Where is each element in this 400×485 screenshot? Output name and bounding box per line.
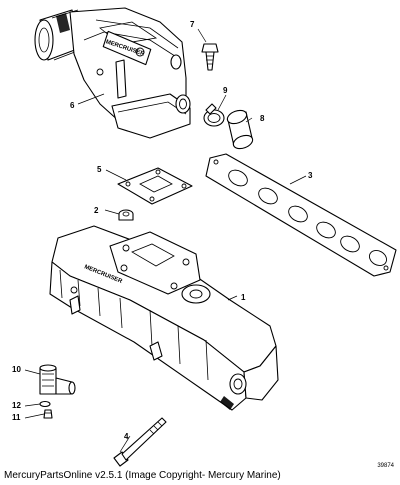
pipe-plug	[118, 209, 134, 221]
drawing-number: 39874	[377, 463, 394, 469]
hose-sleeve	[226, 109, 254, 150]
callout-labels: 1 2 3 4 5 6 7 8 9 10 12 11	[12, 20, 313, 441]
callout-4: 4	[124, 432, 129, 441]
o-ring	[39, 400, 51, 408]
drain-plug	[43, 409, 53, 419]
exhaust-elbow	[34, 7, 191, 139]
callout-9: 9	[223, 86, 228, 95]
callout-12: 12	[12, 401, 21, 410]
exhaust-manifold	[49, 225, 279, 411]
callout-3: 3	[308, 171, 313, 180]
manifold-gasket	[205, 153, 397, 277]
callout-11: 11	[12, 413, 21, 422]
elbow-gasket	[117, 167, 193, 205]
leader-lines	[24, 28, 307, 453]
callout-7: 7	[190, 20, 195, 29]
callout-10: 10	[12, 365, 21, 374]
copyright-caption: MercuryPartsOnline v2.5.1 (Image Copyrig…	[4, 470, 281, 481]
callout-2: 2	[94, 206, 99, 215]
callout-6: 6	[70, 101, 75, 110]
callout-1: 1	[241, 293, 246, 302]
hose-fitting	[39, 364, 76, 395]
hose-clamp	[203, 103, 225, 127]
callout-8: 8	[260, 114, 265, 123]
manifold-bolt	[113, 417, 167, 467]
callout-5: 5	[97, 165, 102, 174]
elbow-bolt	[201, 43, 219, 71]
